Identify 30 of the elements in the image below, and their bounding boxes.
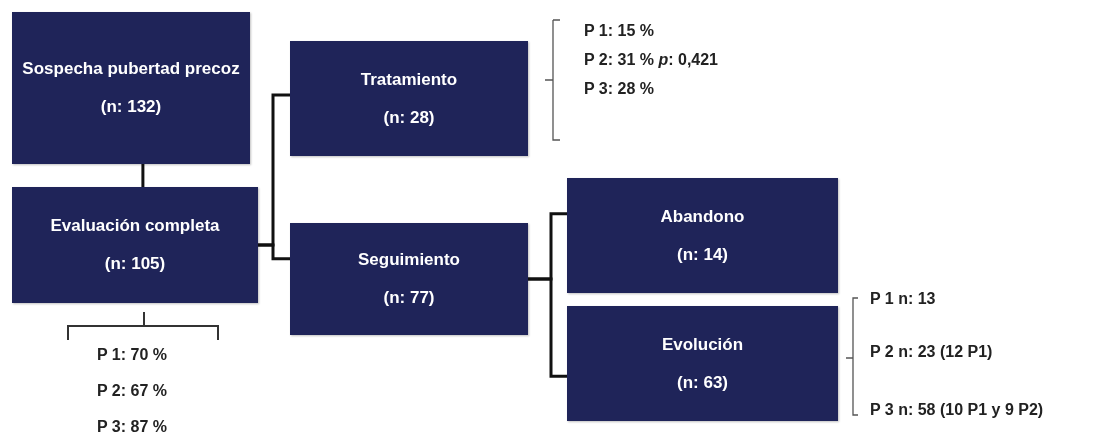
stat-text: P 3: 28 % [584,80,654,98]
process-box [290,41,528,156]
box-text: (n: 105) [104,253,166,275]
connector-line [141,164,145,187]
process-box [12,187,258,303]
stat-text: P 1: 15 % [584,22,654,40]
box-text: Evolución [661,333,744,356]
process-box [290,223,528,335]
stat-text: P 1 n: 13 [870,290,936,308]
stat-text: P 2: 67 % [97,382,167,400]
box-text: (n: 132) [100,96,162,118]
stat-text: P 2: 31 % p: 0,421 [584,51,718,69]
stat-text: P 1: 70 % [97,346,167,364]
process-box [567,178,838,293]
process-box [567,306,838,421]
box-text: (n: 63) [677,371,728,394]
box-text: (n: 77) [383,287,435,309]
stat-text: P 3 n: 58 (10 P1 y 9 P2) [870,401,1044,419]
connector-line [528,277,567,378]
box-text: Evaluación completa [50,215,220,238]
stat-text: P 2 n: 23 (12 P1) [870,343,993,361]
box-text: (n: 28) [383,106,435,129]
box-text: Tratamiento [360,68,458,91]
box-text: Seguimiento [358,249,460,272]
connector-line [258,243,290,261]
process-box [12,12,250,164]
stat-text: P 3: 87 % [97,418,167,436]
box-text: Sospecha pubertad precoz [22,58,240,81]
box-text: Abandono [660,205,745,228]
box-text: (n: 14) [677,243,728,266]
